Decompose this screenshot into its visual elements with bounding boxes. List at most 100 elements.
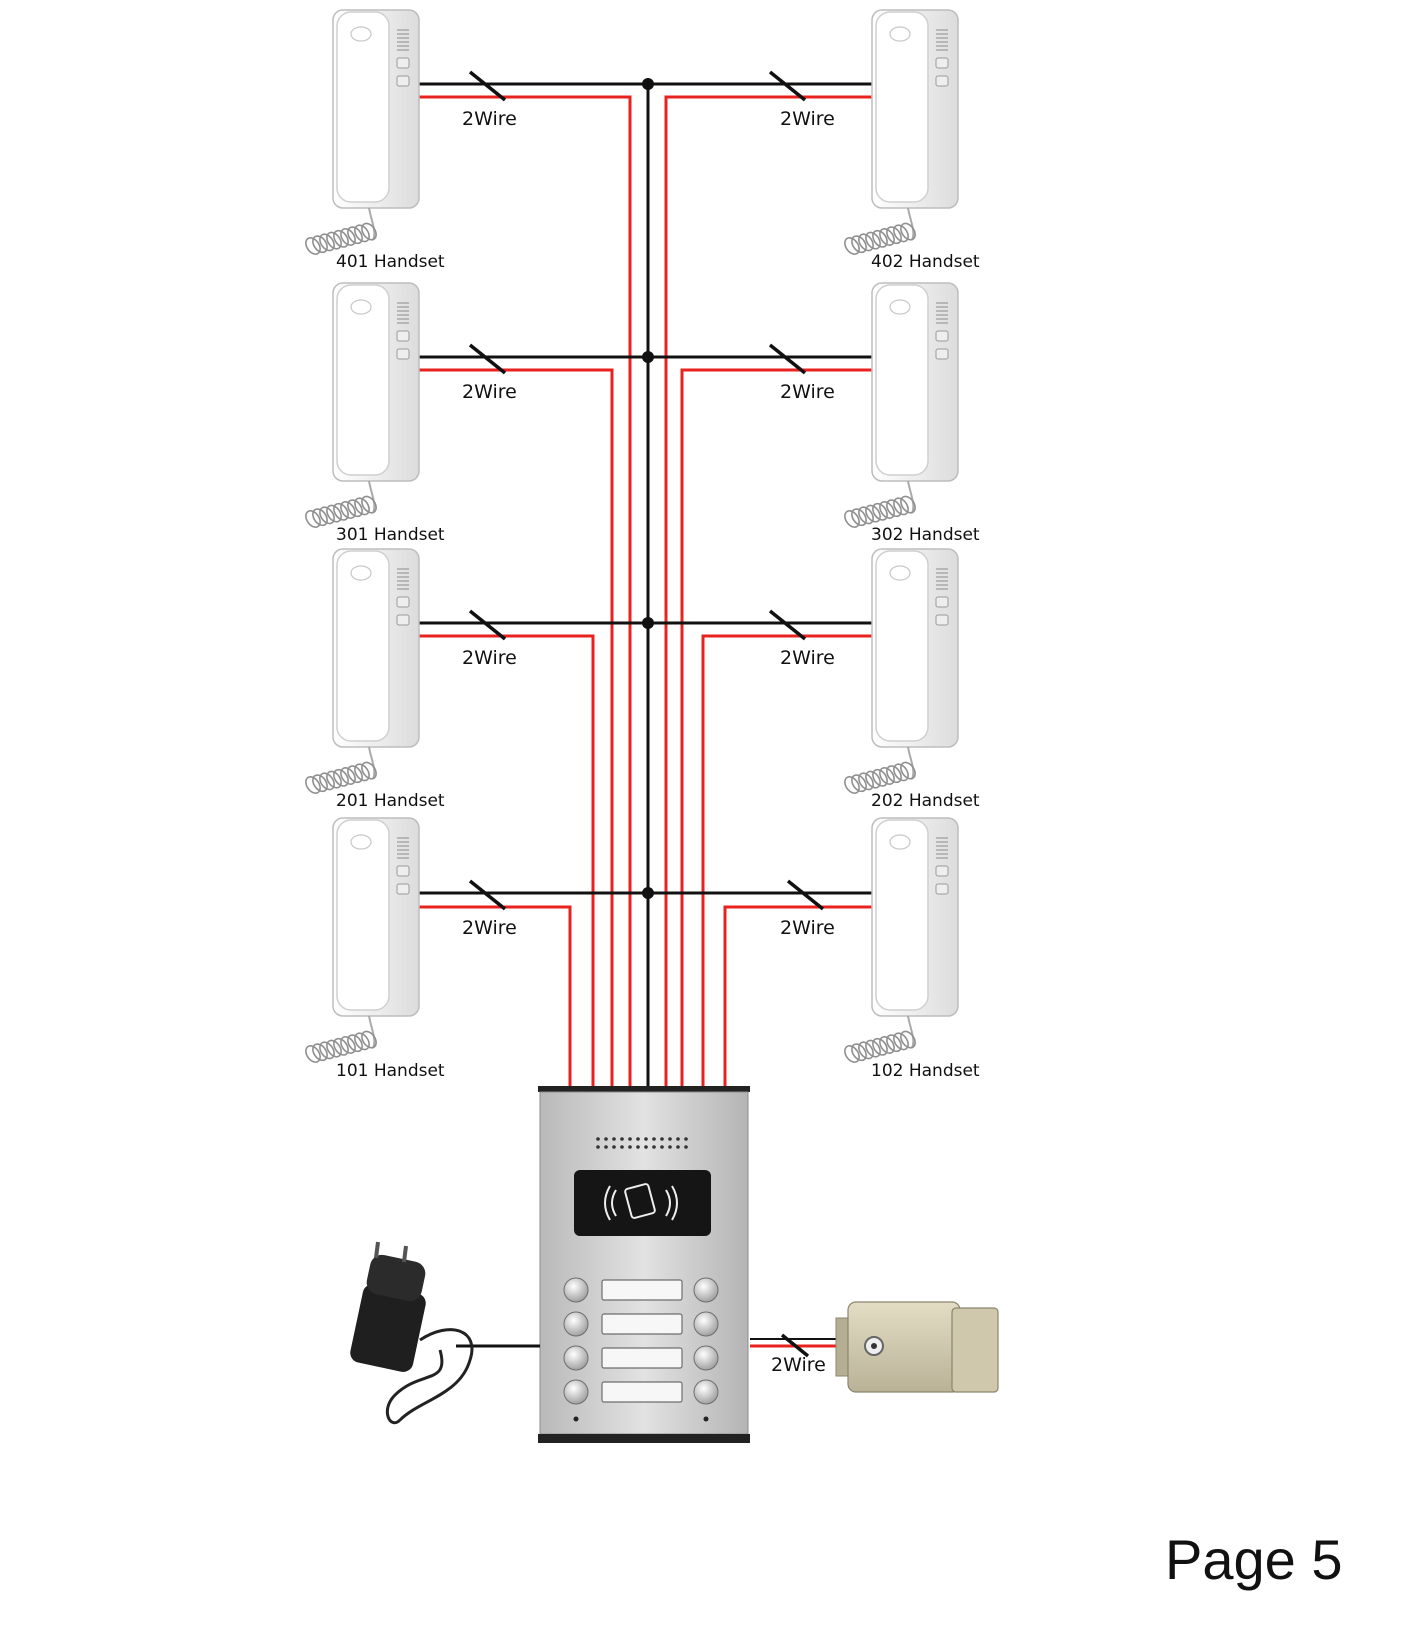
coiled-cord-icon: [844, 1015, 916, 1063]
door-station-panel: [538, 1086, 750, 1443]
speaker-hole: [652, 1137, 656, 1141]
call-button: [693, 1277, 719, 1303]
lock-strike-plate: [951, 1307, 999, 1393]
panel-bottom-cap: [538, 1434, 750, 1443]
page-number: Page 5: [1165, 1528, 1343, 1591]
cord-coil: [844, 510, 860, 528]
call-button: [693, 1311, 719, 1337]
red-wire-left-row-2: [418, 634, 595, 1090]
handset-301: [305, 282, 420, 528]
cord-coil: [361, 761, 377, 780]
cord-lead: [907, 207, 915, 241]
wire-label: 2Wire: [462, 108, 517, 130]
speaker-hole: [684, 1137, 688, 1141]
cord-lead: [368, 207, 376, 241]
handset-label: 202 Handset: [871, 791, 980, 811]
speaker-hole: [596, 1137, 600, 1141]
speaker-hole: [652, 1145, 656, 1149]
earpiece: [889, 834, 911, 850]
speaker-hole: [660, 1145, 664, 1149]
cord-coil: [893, 1032, 909, 1051]
cord-coil: [326, 504, 342, 523]
handset-102: [844, 817, 959, 1063]
cord-lead: [368, 1015, 376, 1049]
coiled-cord-icon: [305, 746, 377, 794]
cord-coil: [305, 510, 321, 528]
panel-top-cap: [538, 1086, 750, 1092]
handset-202: [844, 548, 959, 794]
wire-slash-mark: [468, 609, 507, 641]
red-wire-right-row-2: [701, 634, 872, 1090]
speaker-hole: [612, 1145, 616, 1149]
wire-label: 2Wire: [462, 917, 517, 939]
handset-receiver: [875, 284, 929, 476]
wire-label: 2Wire: [780, 108, 835, 130]
coiled-cord-icon: [305, 1015, 377, 1063]
cord-coil: [305, 237, 321, 255]
cord-coil: [851, 774, 867, 793]
cord-coil: [872, 1037, 888, 1056]
handset-button: [396, 348, 410, 360]
wire-slash-mark: [768, 70, 807, 102]
handset-button: [396, 57, 410, 69]
call-button: [693, 1345, 719, 1371]
handset-button: [935, 330, 949, 342]
handset-receiver: [336, 11, 390, 203]
cord-coil: [844, 1045, 860, 1063]
signal-arc: [665, 1189, 671, 1217]
cord-lead: [907, 746, 915, 780]
cord-coil: [900, 1030, 916, 1049]
handset-receiver: [875, 11, 929, 203]
signal-arc: [671, 1185, 678, 1221]
rfid-card-icon: [604, 1183, 678, 1221]
cord-coil: [347, 765, 363, 784]
red-wire-left-row-3: [418, 905, 572, 1090]
cord-coil: [900, 495, 916, 514]
speaker-hole: [604, 1145, 608, 1149]
cord-coil: [326, 231, 342, 250]
earpiece: [889, 26, 911, 42]
cord-coil: [872, 229, 888, 248]
earpiece: [350, 834, 372, 850]
handset-button: [396, 883, 410, 895]
handset-receiver: [336, 819, 390, 1011]
speaker-hole: [668, 1145, 672, 1149]
cord-coil: [900, 222, 916, 241]
speaker-hole: [612, 1137, 616, 1141]
junction-dot: [642, 887, 654, 899]
earpiece: [889, 565, 911, 581]
handset-button: [935, 596, 949, 608]
cord-coil: [879, 767, 895, 785]
call-button: [563, 1345, 589, 1371]
signal-arc: [604, 1185, 611, 1221]
red-wire-right-row-0: [664, 95, 872, 1090]
cord-coil: [354, 763, 370, 782]
name-plate: [601, 1313, 683, 1335]
cord-coil: [886, 226, 902, 245]
cord-coil: [326, 1039, 342, 1058]
cord-coil: [361, 222, 377, 241]
handset-label: 101 Handset: [336, 1061, 445, 1081]
wire-slash-mark: [768, 609, 807, 641]
cord-coil: [340, 1036, 356, 1054]
adapter-plug-base: [366, 1254, 426, 1302]
junction-dot: [642, 617, 654, 629]
cord-coil: [333, 1037, 349, 1056]
coiled-cord-icon: [844, 207, 916, 255]
cord-coil: [858, 772, 874, 791]
junction-dot: [642, 78, 654, 90]
speaker-hole: [644, 1145, 648, 1149]
cord-coil: [340, 501, 356, 519]
cord-coil: [347, 226, 363, 245]
handset-101: [305, 817, 420, 1063]
power-adapter-icon: [350, 1241, 540, 1424]
handset-label: 402 Handset: [871, 252, 980, 272]
cord-coil: [319, 1041, 335, 1060]
cord-coil: [893, 224, 909, 243]
lock-wire-label: 2Wire: [771, 1354, 826, 1376]
handset-button: [396, 75, 410, 87]
speaker-hole: [636, 1137, 640, 1141]
call-button: [563, 1277, 589, 1303]
cord-coil: [858, 506, 874, 525]
